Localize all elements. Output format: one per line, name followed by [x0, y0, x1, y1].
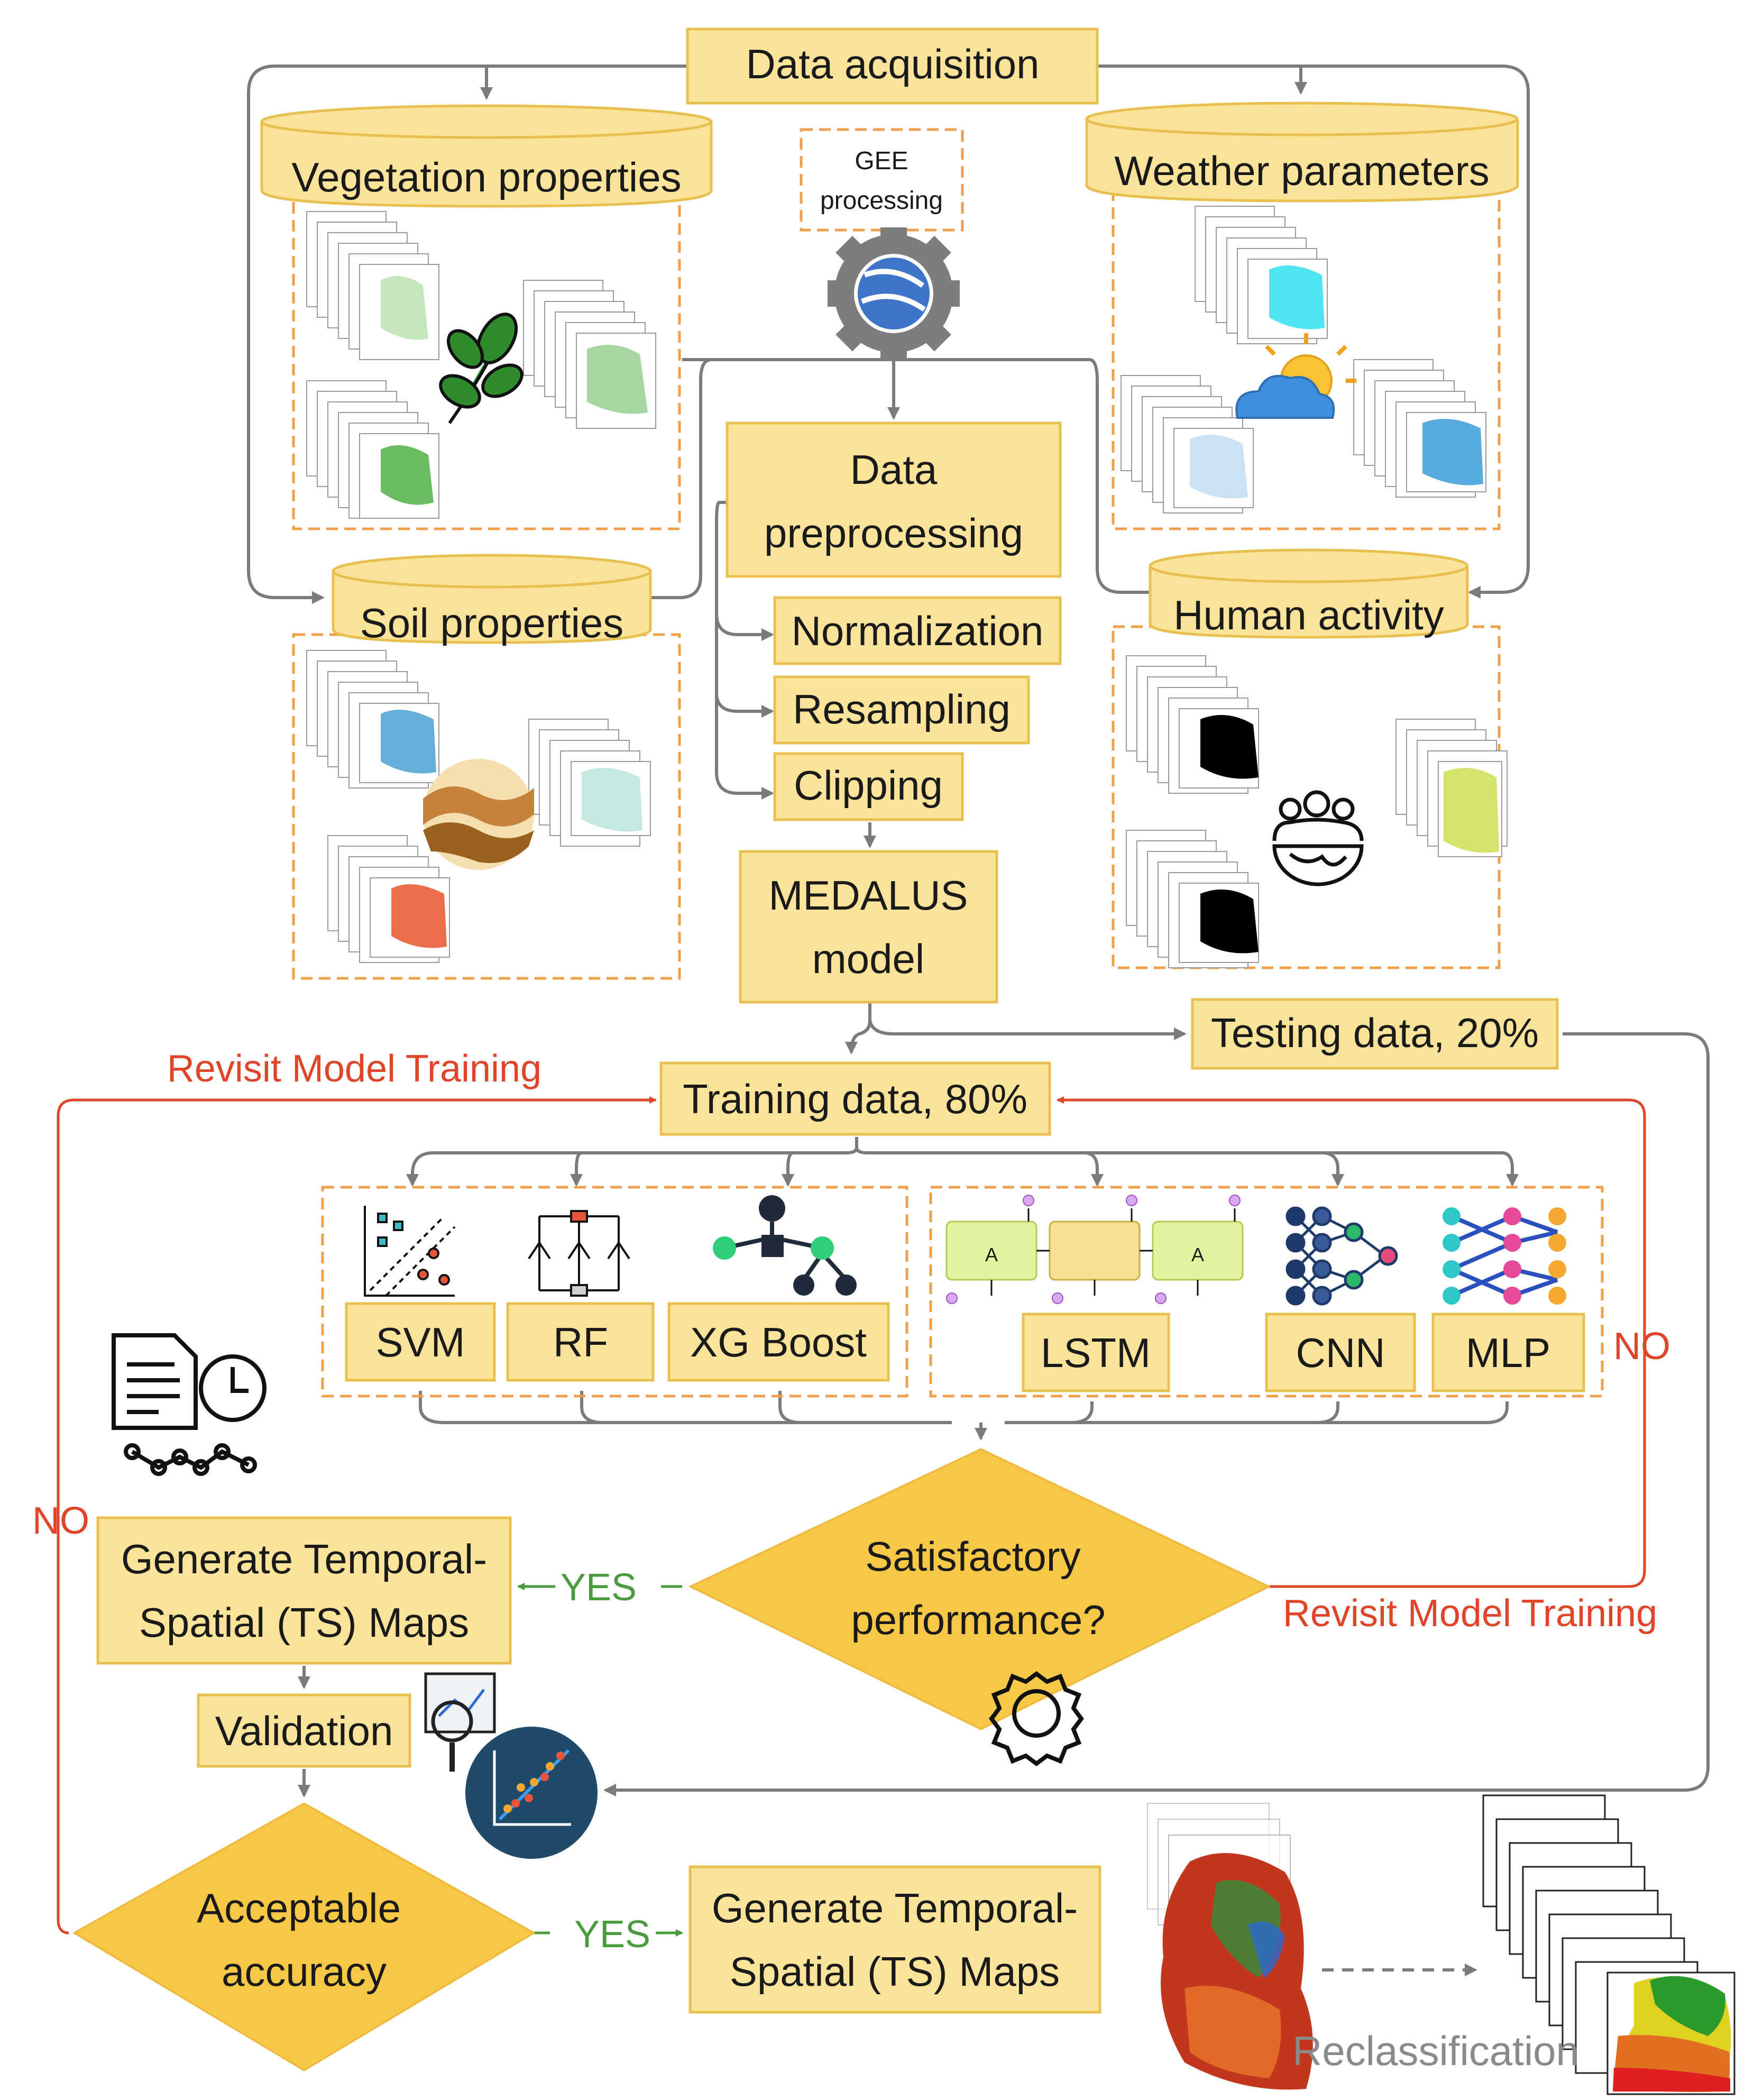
svm-label: SVM: [375, 1319, 465, 1365]
yes-arrows: [517, 1583, 683, 1937]
gee-processing-label: processing: [820, 187, 943, 215]
weather-parameters-label: Weather parameters: [1114, 148, 1490, 194]
data-acquisition-label: Data acquisition: [746, 41, 1040, 87]
gee-gear-icon: [828, 227, 960, 360]
people-globe-icon: [1272, 790, 1364, 886]
gee-label: GEE: [855, 147, 908, 175]
cnn-icon: [1285, 1206, 1398, 1306]
soil-properties-label: Soil properties: [360, 600, 624, 646]
human-maps: [1126, 655, 1508, 968]
acceptable-label-1: Acceptable: [197, 1885, 401, 1931]
satisfactory-label-2: performance?: [851, 1597, 1105, 1643]
mlp-icon: [1443, 1207, 1566, 1305]
leaf-icon: [439, 313, 524, 424]
rf-icon: [528, 1210, 630, 1297]
mlp-label: MLP: [1466, 1329, 1550, 1376]
yes-label-1: YES: [561, 1566, 637, 1609]
resampling-label: Resampling: [793, 686, 1011, 732]
lstm-cell-a2: A: [1191, 1244, 1204, 1265]
medalus-label-2: model: [812, 936, 924, 982]
data-preprocessing-label-1: Data: [850, 446, 938, 493]
yes-label-2: YES: [574, 1913, 650, 1956]
reclassified-maps-stack: [1482, 1794, 1735, 2095]
no-left-label: NO: [32, 1500, 89, 1542]
document-clock-icon: [112, 1333, 267, 1476]
medalus-label-1: MEDALUS: [768, 872, 968, 919]
boxes: [96, 27, 1585, 2014]
connectors: [247, 65, 1710, 1976]
generate-maps-1-label-1: Generate Temporal-: [121, 1536, 487, 1582]
svm-icon: [364, 1206, 456, 1297]
scatter-plot-icon: [465, 1727, 598, 1859]
soil-maps: [306, 650, 651, 963]
settings-gear-icon: [989, 1671, 1084, 1766]
data-preprocessing-label-2: preprocessing: [764, 510, 1023, 556]
labels: Data acquisition Vegetation properties W…: [32, 41, 1670, 2074]
sun-cloud-icon: [1235, 333, 1356, 419]
revisit-training-bottom-label: Revisit Model Training: [1283, 1592, 1657, 1635]
reclassification-label: Reclassification: [1292, 2028, 1579, 2074]
validation-magnifier-icon: [424, 1672, 496, 1772]
lstm-cell-a1: A: [985, 1244, 998, 1265]
acceptable-label-2: accuracy: [222, 1948, 387, 1995]
training-data-label: Training data, 80%: [683, 1076, 1027, 1122]
clipping-label: Clipping: [794, 762, 943, 809]
generate-maps-2-label-2: Spatial (TS) Maps: [730, 1948, 1060, 1995]
satisfactory-label-1: Satisfactory: [865, 1533, 1080, 1580]
cnn-label: CNN: [1296, 1329, 1385, 1376]
validation-label: Validation: [215, 1708, 393, 1754]
xgboost-icon: [713, 1195, 857, 1296]
red-loops: [57, 1096, 1646, 1934]
normalization-label: Normalization: [792, 608, 1044, 654]
diamonds: [72, 1448, 1271, 2071]
cylinders: [260, 102, 1519, 644]
human-activity-label: Human activity: [1173, 592, 1444, 638]
dashed-panels: [292, 128, 1604, 1398]
testing-data-label: Testing data, 20%: [1211, 1010, 1539, 1056]
generate-maps-1-label-2: Spatial (TS) Maps: [139, 1599, 469, 1646]
rf-label: RF: [553, 1319, 608, 1365]
generate-maps-2-label-1: Generate Temporal-: [712, 1885, 1078, 1931]
soil-layers-icon: [423, 759, 534, 870]
no-right-label: NO: [1613, 1325, 1670, 1368]
weather-maps: [1121, 206, 1486, 513]
vegetation-properties-label: Vegetation properties: [291, 154, 681, 200]
lstm-label: LSTM: [1041, 1329, 1151, 1376]
vegetation-maps: [306, 211, 656, 519]
lstm-icon: A A: [945, 1195, 1244, 1304]
revisit-training-top-label: Revisit Model Training: [167, 1048, 541, 1090]
xgboost-label: XG Boost: [690, 1319, 867, 1365]
ts-maps-stack: [1147, 1803, 1313, 2090]
